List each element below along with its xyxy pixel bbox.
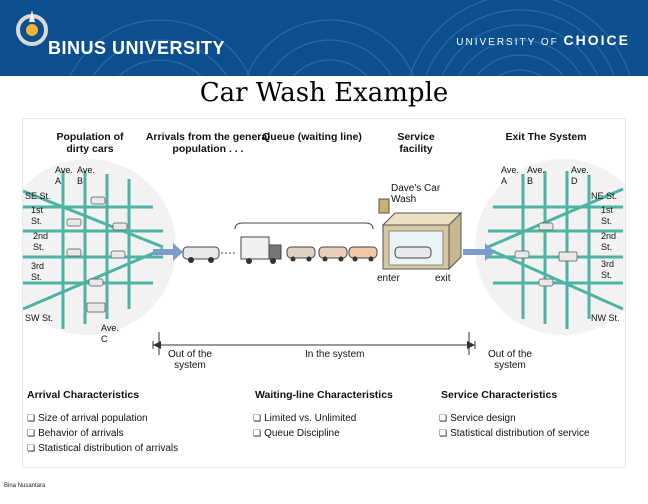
- logo-emblem-icon: [16, 10, 48, 46]
- service-characteristics-list: Service design Statistical distribution …: [439, 411, 590, 441]
- street-ne-st: NE St.: [591, 191, 618, 201]
- left-street-grid: [23, 171, 164, 329]
- street-3rd-left: 3rd St.: [31, 261, 45, 282]
- street-ave-d-right: Ave. D: [571, 165, 589, 186]
- street-2nd-right: 2nd St.: [601, 231, 617, 252]
- binus-logo: [12, 8, 202, 68]
- list-item: Queue Discipline: [253, 426, 356, 441]
- range-out-left: Out of the system: [168, 349, 212, 371]
- list-item: Service design: [439, 411, 590, 426]
- heading-population: Population of dirty cars: [56, 131, 124, 155]
- waiting-characteristics-title: Waiting-line Characteristics: [255, 389, 393, 401]
- population-cars: [66, 196, 578, 313]
- range-out-right: Out of the system: [488, 349, 532, 371]
- arrival-arrow-icon: [153, 243, 183, 261]
- right-street-grid: [487, 171, 624, 329]
- queue-cars: [286, 246, 378, 262]
- street-1st-left: 1st St.: [31, 205, 44, 226]
- facility-enter-label: enter: [377, 273, 400, 284]
- system-range-lines: [152, 341, 476, 349]
- decorative-arcs: [69, 0, 631, 76]
- facility-exit-label: exit: [435, 273, 451, 284]
- exit-arrow-icon: [463, 243, 495, 261]
- street-ave-c-left: Ave. C: [101, 323, 119, 344]
- heading-exit: Exit The System: [505, 131, 587, 143]
- footer-author: Bina Nusantara: [4, 483, 46, 489]
- logo-text: BINUS UNIVERSITY: [48, 38, 226, 58]
- heading-arrivals: Arrivals from the general population . .…: [145, 131, 271, 155]
- street-nw-st: NW St.: [591, 313, 620, 323]
- list-item: Limited vs. Unlimited: [253, 411, 356, 426]
- list-item: Statistical distribution of service: [439, 426, 590, 441]
- waiting-characteristics-list: Limited vs. Unlimited Queue Discipline: [253, 411, 356, 441]
- car-wash-diagram: Population of dirty cars Arrivals from t…: [22, 118, 626, 468]
- street-3rd-right: 3rd St.: [601, 259, 615, 280]
- queue-bracket: [234, 222, 374, 230]
- street-ave-a-right: Ave. A: [501, 165, 519, 186]
- range-in-system: In the system: [305, 349, 365, 360]
- street-sw-st: SW St.: [25, 313, 54, 323]
- queue-truck-icon: [240, 236, 282, 264]
- heading-service: Service facility: [397, 131, 435, 155]
- facility-name: Dave's Car Wash: [391, 183, 441, 205]
- heading-queue: Queue (waiting line): [262, 131, 362, 143]
- slide-title: Car Wash Example: [199, 78, 449, 108]
- list-item: Behavior of arrivals: [27, 426, 178, 441]
- street-ave-b-right: Ave. B: [527, 165, 545, 186]
- arriving-car-icon: [182, 246, 220, 263]
- list-item: Statistical distribution of arrivals: [27, 441, 178, 456]
- street-1st-right: 1st St.: [601, 205, 614, 226]
- arrival-characteristics-title: Arrival Characteristics: [27, 389, 140, 401]
- street-ave-a-left: Ave. A: [55, 165, 73, 186]
- service-characteristics-title: Service Characteristics: [441, 389, 558, 401]
- car-wash-building: [378, 198, 463, 271]
- diagram-graphics: [23, 159, 625, 355]
- list-item: Size of arrival population: [27, 411, 178, 426]
- arrival-characteristics-list: Size of arrival population Behavior of a…: [27, 411, 178, 456]
- street-2nd-left: 2nd St.: [33, 231, 49, 252]
- tagline-prefix: UNIVERSITY OF: [456, 37, 559, 48]
- header-banner: BINUS UNIVERSITY UNIVERSITY OF CHOICE: [0, 0, 648, 76]
- tagline-word: CHOICE: [563, 32, 630, 48]
- tagline: UNIVERSITY OF CHOICE: [456, 32, 630, 48]
- street-ave-b-left: Ave. B: [77, 165, 95, 186]
- street-se-st: SE St.: [25, 191, 51, 201]
